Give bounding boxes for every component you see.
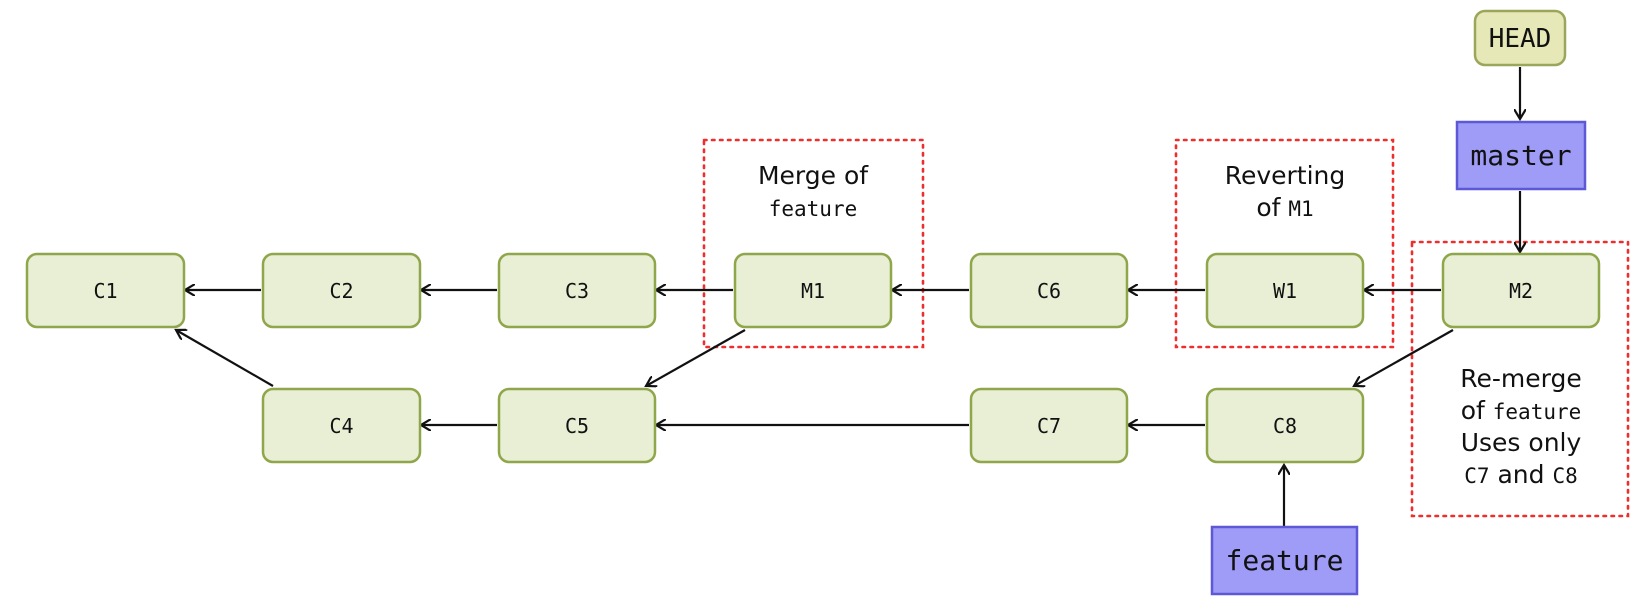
commit-m1[interactable]: M1 [733, 252, 893, 329]
remerge-highlight-box [1410, 240, 1630, 518]
commit-c2[interactable]: C2 [261, 252, 422, 329]
commit-m2[interactable]: M2 [1441, 252, 1601, 329]
commit-c5[interactable]: C5 [497, 387, 657, 464]
revert-annotation-of: of [1256, 193, 1288, 222]
commit-w1[interactable]: W1 [1205, 252, 1365, 329]
commit-c6-label: C6 [1037, 279, 1061, 303]
commit-w1-label: W1 [1273, 279, 1297, 303]
branch-master[interactable]: master [1455, 120, 1587, 191]
commit-c1[interactable]: C1 [25, 252, 186, 329]
commit-m2-label: M2 [1509, 279, 1533, 303]
head-pointer-label: HEAD [1489, 24, 1552, 54]
commit-c8-label: C8 [1273, 414, 1297, 438]
commit-c2-label: C2 [329, 279, 353, 303]
merge-highlight-box [702, 138, 925, 349]
branch-master-label: master [1470, 139, 1571, 172]
remerge-annotation: Re-merge of feature Uses only C7 and C8 [1460, 364, 1581, 489]
remerge-annotation-feature: feature [1493, 400, 1582, 424]
commit-c8[interactable]: C8 [1205, 387, 1365, 464]
remerge-annotation-c7: C7 [1464, 464, 1489, 488]
branch-feature-label: feature [1225, 544, 1343, 577]
head-pointer[interactable]: HEAD [1473, 9, 1567, 67]
remerge-annotation-line4: C7 and C8 [1464, 460, 1578, 489]
commit-c7-label: C7 [1037, 414, 1061, 438]
commit-c4[interactable]: C4 [261, 387, 422, 464]
commit-c3-label: C3 [565, 279, 589, 303]
revert-highlight-box [1174, 138, 1395, 349]
edge-c4-c1 [176, 330, 274, 387]
commit-c7[interactable]: C7 [969, 387, 1129, 464]
branch-feature[interactable]: feature [1210, 525, 1359, 596]
commit-c5-label: C5 [565, 414, 589, 438]
merge-annotation-line1: Merge of [758, 161, 869, 190]
merge-annotation-line2: feature [769, 197, 858, 221]
revert-annotation-m1: M1 [1288, 197, 1313, 221]
remerge-annotation-line1: Re-merge [1460, 364, 1581, 393]
commit-m1-label: M1 [801, 279, 825, 303]
remerge-annotation-line2: of feature [1461, 396, 1582, 425]
remerge-annotation-of: of [1461, 396, 1493, 425]
commit-c1-label: C1 [93, 279, 117, 303]
remerge-annotation-line3: Uses only [1461, 428, 1582, 457]
commit-c6[interactable]: C6 [969, 252, 1129, 329]
remerge-annotation-c8: C8 [1552, 464, 1577, 488]
revert-annotation-line2: of M1 [1256, 193, 1313, 222]
edge-m1-c5 [646, 329, 746, 386]
edge-m2-c8 [1354, 329, 1454, 386]
merge-annotation: Merge of feature [758, 161, 869, 221]
edges [176, 67, 1520, 526]
revert-annotation-line1: Reverting [1225, 161, 1346, 190]
commit-c4-label: C4 [329, 414, 353, 438]
remerge-annotation-and: and [1490, 460, 1553, 489]
revert-annotation: Reverting of M1 [1225, 161, 1346, 222]
commit-c3[interactable]: C3 [497, 252, 657, 329]
